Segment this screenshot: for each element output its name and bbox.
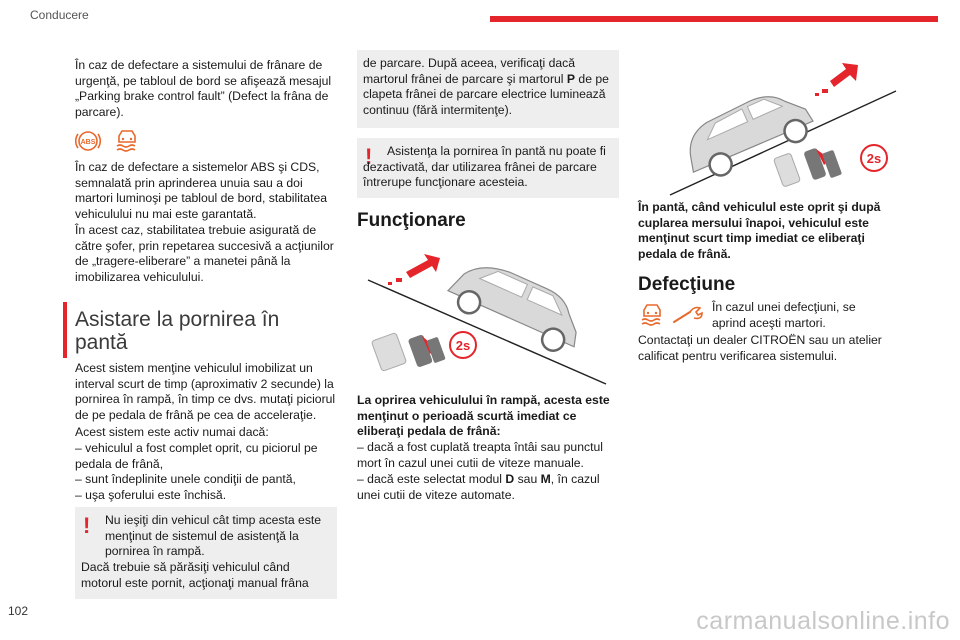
stability-control-icon [641,304,703,326]
caption-reverse-hold: În pantă, când vehiculul este oprit şi d… [638,200,881,262]
header-accent-bar [490,16,938,22]
warning-lamps-row: ABS [74,128,165,154]
two-seconds-badge: 2s [867,151,881,166]
reverse-uphill-car-illustration: 2s [669,63,897,196]
list-item-slope-conditions: – sunt îndeplinite unele condiţii de pan… [75,472,296,486]
parking-brake-check-text: de parcare. După aceea, verificaţi dacă … [363,56,609,118]
heading-malfunction: Defecţiune [638,274,736,295]
paragraph-abs-cds-fault: În caz de defectare a sistemelor ABS şi … [75,160,328,222]
warning-text-leave-vehicle: Dacă trebuie să părăsiţi vehiculul când … [81,560,309,590]
list-item-automatic-gearbox: – dacă este selectat modul D sau M, în c… [357,472,600,502]
warning-box-continued: de parcare. După aceea, verificaţi dacă … [357,50,619,128]
warning-text-deactivation: Asistenţa la pornirea în pantă nu poate … [363,144,606,190]
watermark: carmanualsonline.info [696,607,950,635]
exclamation-icon: ! [83,513,91,538]
heading-accent-stripe [63,302,67,358]
section-title: Conducere [30,8,89,22]
list-item-vehicle-stopped: – vehiculul a fost complet oprit, cu pic… [75,441,318,471]
exclamation-icon: ! [365,144,373,169]
warning-text-exit: Nu ieşiţi din vehicul cât timp acesta es… [105,513,322,559]
list-item-manual-gearbox: – dacă a fost cuplată treapta întâi sau … [357,440,603,470]
svg-text:ABS: ABS [81,139,96,146]
paragraph-lamps-light-up: În cazul unei defecţiuni, se aprind aceş… [712,300,856,330]
stability-control-icon [116,130,136,152]
two-seconds-badge: 2s [456,338,470,353]
heading-operation: Funcţionare [357,210,466,231]
paragraph-emergency-brake: În caz de defectare a sistemului de frân… [75,58,332,120]
warning-box-exit: ! Nu ieşiţi din vehicul cât timp acesta … [75,507,337,599]
abs-warning-icon: ABS [74,131,102,151]
heading-hill-start-assist: Asistare la pornirea în pantă [75,308,280,354]
paragraph-active-conditions: Acest sistem este activ numai dacă: [75,425,269,439]
list-item-door-closed: – uşa şoferului este închisă. [75,488,227,502]
page-number: 102 [8,604,29,618]
paragraph-system-description: Acest sistem menţine vehiculul imobiliza… [75,361,336,423]
paragraph-driver-stability: În acest caz, stabilitatea trebuie asigu… [75,223,334,285]
wrench-icon [673,306,703,323]
warning-box-deactivation: ! Asistenţa la pornirea în pantă nu poat… [357,138,619,198]
malfunction-lamps [638,302,708,332]
caption-uphill-stop: La oprirea vehiculului în rampă, acesta … [357,393,610,439]
paragraph-contact-dealer: Contactaţi un dealer CITROËN sau un atel… [638,333,882,363]
uphill-car-illustration: 2s [367,254,607,385]
